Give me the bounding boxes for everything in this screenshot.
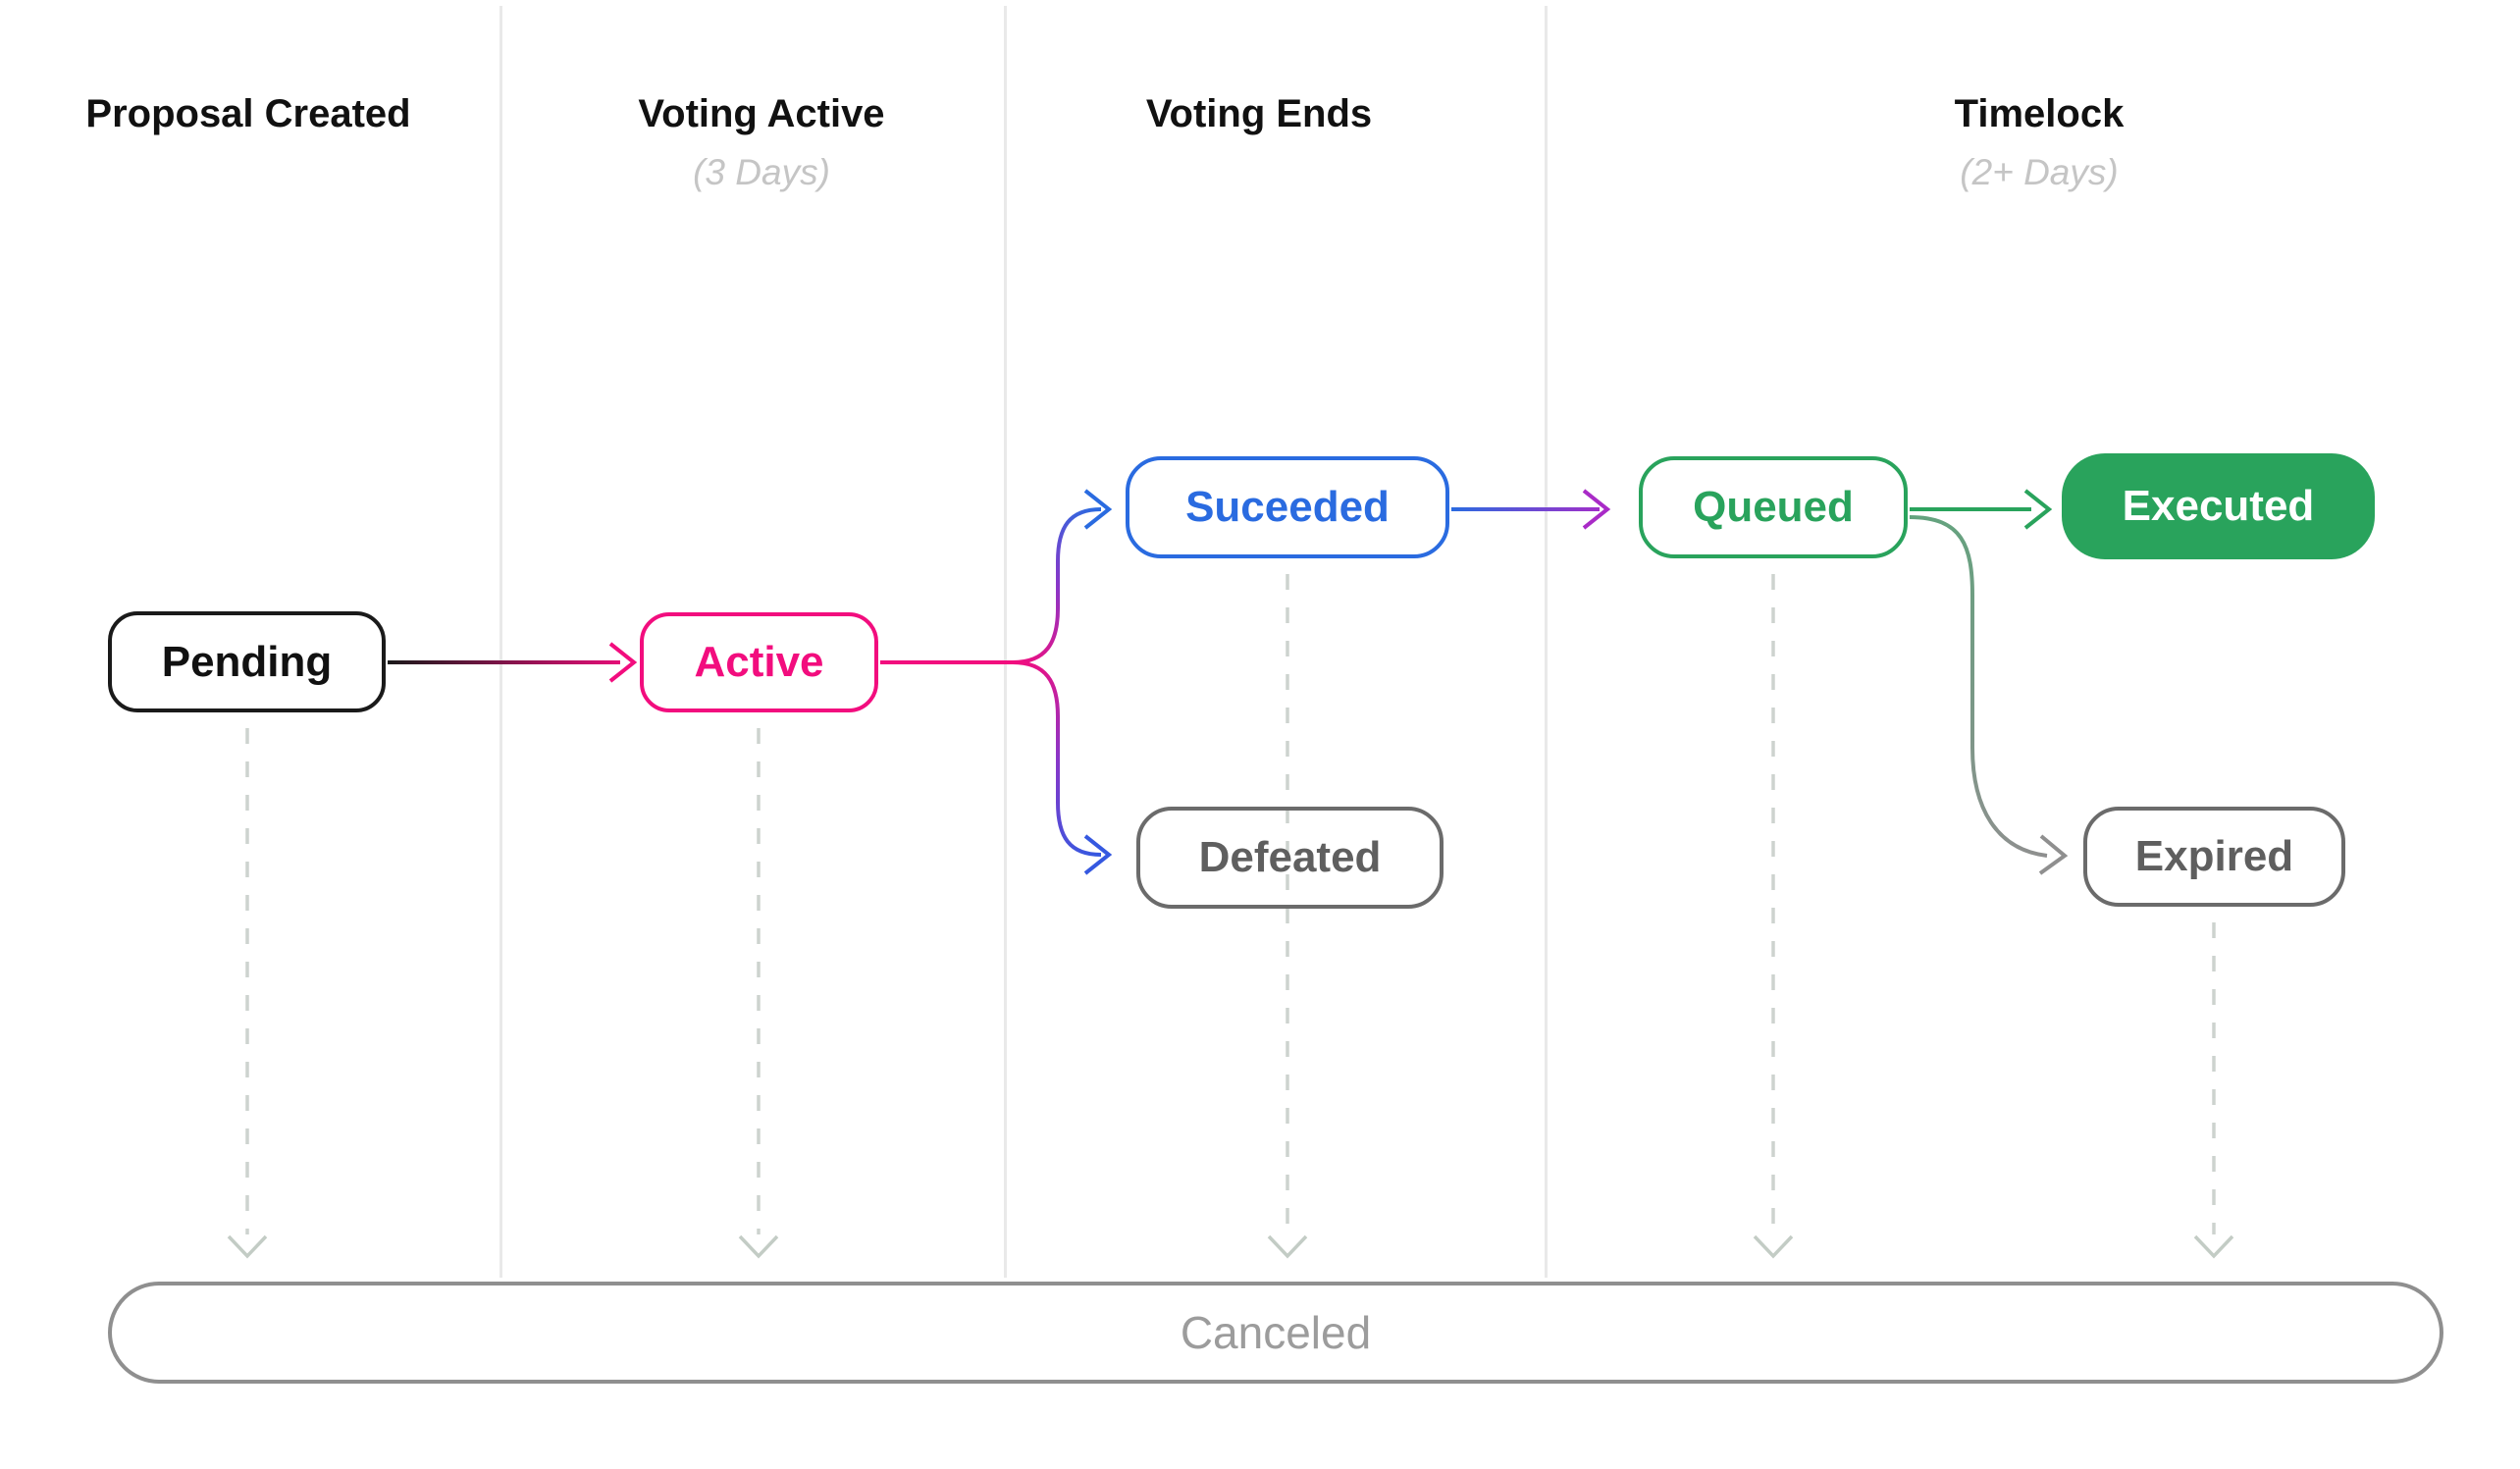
column-header-voting-active: Voting Active (3 Days) [418,90,1105,194]
state-node-defeated: Defeated [1136,807,1444,909]
column-title: Timelock [1954,92,2125,135]
column-header-proposal-created: Proposal Created [0,90,592,137]
state-node-queued: Queued [1639,456,1908,558]
arrow-active-to-defeated [1012,660,1102,857]
column-title: Voting Active [638,92,885,135]
down-arrowhead-icon [1753,1234,1794,1259]
column-header-timelock: Timelock (2+ Days) [1696,90,2383,194]
dashed-cancel-lines [245,574,2216,1234]
right-arrowhead-icon [2038,834,2069,875]
down-arrowhead-icon [2193,1234,2234,1259]
down-arrowhead-icon [227,1234,268,1259]
down-arrowhead-icon [1267,1234,1308,1259]
arrow-active-to-succeeded [1012,507,1102,664]
column-title: Proposal Created [85,92,411,135]
right-arrowhead-icon [1083,489,1113,530]
column-title: Voting Ends [1145,92,1373,135]
arrow-queued-to-expired [1909,515,2048,858]
right-arrowhead-icon [1582,489,1611,530]
dashed-arrowheads [227,1234,2234,1259]
state-node-canceled: Canceled [108,1282,2443,1384]
state-node-executed: Executed [2062,453,2375,559]
state-node-pending: Pending [108,611,386,712]
state-node-succeeded: Suceeded [1126,456,1449,558]
column-divider [1004,6,1007,1278]
right-arrowhead-icon [608,642,638,683]
state-node-expired: Expired [2083,807,2345,907]
right-arrowhead-icon [2023,489,2053,530]
column-subtitle: (2+ Days) [1960,152,2119,192]
column-subtitle: (3 Days) [693,152,830,192]
down-arrowhead-icon [738,1234,779,1259]
column-divider [1545,6,1548,1278]
column-divider [499,6,502,1278]
column-header-voting-ends: Voting Ends [916,90,1602,137]
right-arrowhead-icon [1083,834,1113,875]
state-node-active: Active [640,612,878,712]
